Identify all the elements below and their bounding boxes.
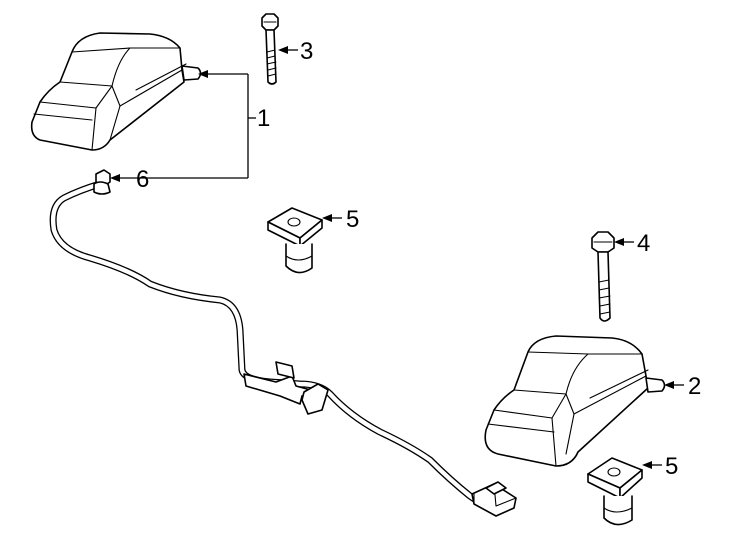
callout-5-lower: 5	[665, 453, 678, 480]
callout-4: 4	[637, 230, 650, 257]
callout-6: 6	[136, 166, 149, 193]
callout-leaders	[110, 46, 684, 469]
callout-5-middle: 5	[346, 206, 359, 233]
bolt-4[interactable]	[591, 231, 615, 322]
bolt-3[interactable]	[261, 13, 279, 85]
lamp-housing-lower[interactable]	[484, 335, 666, 467]
lamp-housing-upper[interactable]	[30, 32, 202, 151]
wiring-harness-6[interactable]	[49, 169, 517, 517]
callout-2: 2	[688, 373, 701, 400]
callout-3: 3	[300, 38, 313, 65]
clip-nut-5-lower[interactable]	[587, 457, 643, 526]
callout-1: 1	[257, 105, 270, 132]
clip-nut-5-middle[interactable]	[267, 207, 323, 274]
